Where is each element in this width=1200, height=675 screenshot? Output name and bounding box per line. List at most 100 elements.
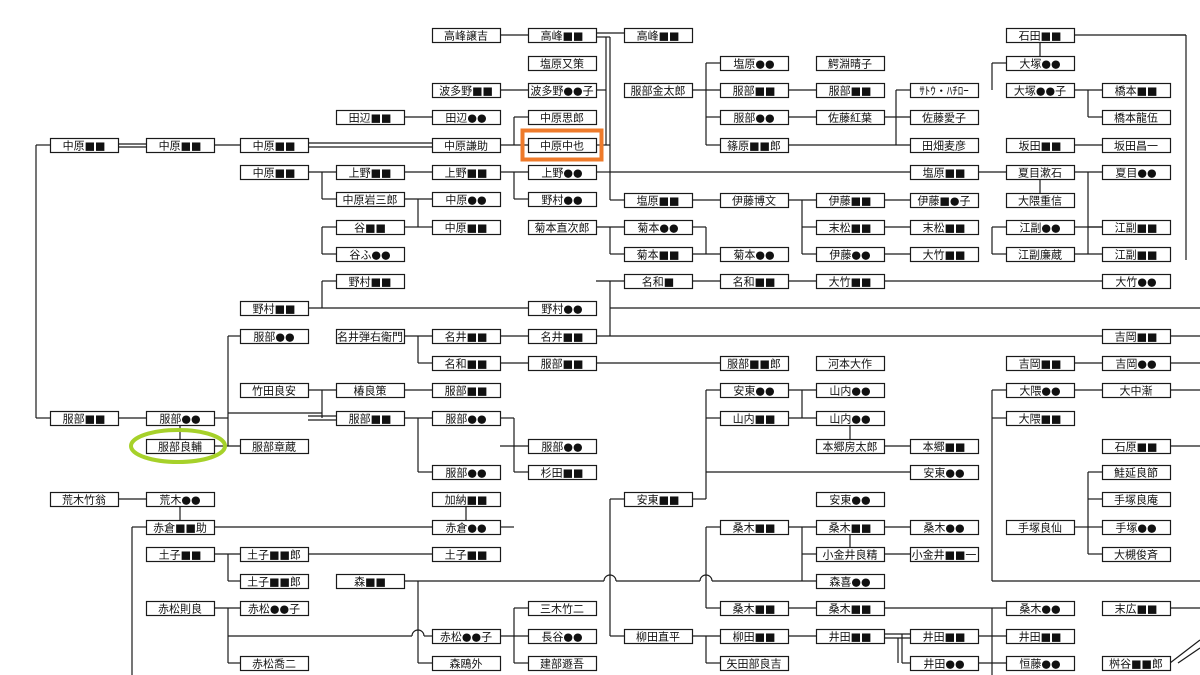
person-node-box	[239, 438, 310, 455]
person-node-box	[1005, 82, 1076, 99]
person-node: 大槻俊斉	[1101, 546, 1172, 563]
person-node-box	[335, 164, 406, 181]
person-node: 高峰■■	[623, 27, 694, 44]
person-node-box	[335, 109, 406, 126]
person-node-box	[527, 82, 598, 99]
person-node-box	[719, 137, 790, 154]
person-node-box	[335, 273, 406, 290]
person-name-label: 江副●●	[1019, 222, 1060, 235]
person-name-label: 上野■■	[445, 167, 488, 180]
person-name-label: 大竹●●	[1115, 275, 1156, 289]
person-node-box	[815, 628, 886, 645]
person-name-label: 吉岡■■	[1019, 358, 1062, 371]
person-node-box	[1005, 192, 1076, 209]
person-name-label: 名和■■	[445, 357, 488, 371]
person-name-label: 中原中也	[540, 140, 584, 153]
person-name-label: 手塚良庵	[1114, 493, 1158, 507]
person-name-label: 井田■■	[829, 630, 872, 644]
person-node-box	[145, 600, 216, 617]
person-node-box	[431, 219, 502, 236]
person-node-box	[623, 82, 694, 99]
person-node: 中原岩三郎	[335, 191, 406, 208]
person-name-label: 建部遯吾	[540, 657, 584, 671]
person-node: 服部■■	[431, 382, 502, 399]
person-node: 手塚良庵	[1101, 491, 1172, 508]
person-node: 坂田■■	[1005, 137, 1076, 154]
person-node-box	[909, 82, 980, 99]
person-node-box	[527, 628, 598, 645]
person-name-label: 塩原●●	[733, 57, 774, 71]
person-node-box	[815, 382, 886, 399]
person-node: 赤松●●子	[431, 628, 502, 645]
person-name-label: 桑木●●	[923, 522, 964, 535]
person-name-label: 服部■■	[445, 384, 488, 398]
person-node: 吉岡■■	[1101, 328, 1172, 345]
person-node-box	[719, 655, 790, 672]
person-node-box	[527, 164, 598, 181]
person-node-box	[623, 491, 694, 508]
person-name-label: 荒木竹翁	[62, 493, 106, 507]
person-name-label: 山内■■	[733, 412, 776, 426]
person-node-box	[431, 546, 502, 563]
person-name-label: 大塚●●子	[1014, 84, 1066, 98]
person-name-label: 大隈●●	[1019, 384, 1060, 398]
person-name-label: 中原謙助	[444, 139, 488, 153]
person-node: 桑木■■	[719, 519, 790, 536]
person-node-box	[527, 27, 598, 44]
person-node-box	[527, 355, 598, 372]
person-node-box	[719, 600, 790, 617]
person-name-label: 江副■■	[1115, 222, 1158, 235]
person-node-box	[909, 628, 980, 645]
person-node-box	[815, 438, 886, 455]
person-name-label: 土子■■	[445, 549, 488, 562]
person-node-box	[49, 491, 120, 508]
person-node: 柳田■■	[719, 628, 790, 645]
person-node-box	[909, 192, 980, 209]
person-node-box	[1005, 137, 1076, 154]
person-node-box	[335, 219, 406, 236]
person-node-box	[623, 273, 694, 290]
person-node: 服部●●	[431, 410, 502, 427]
person-node-box	[431, 355, 502, 372]
person-node: 赤松●●子	[239, 600, 310, 617]
person-node-box	[815, 410, 886, 427]
person-node: 杉田■■	[527, 464, 598, 481]
person-name-label: 服部■■	[349, 412, 392, 426]
person-node-box	[239, 328, 310, 345]
person-name-label: 伊藤■●子	[918, 195, 971, 208]
person-node: 土子■■	[145, 546, 216, 563]
person-node-box	[719, 519, 790, 536]
person-node: 佐藤愛子	[909, 109, 980, 126]
person-node: 服部金太郎	[623, 82, 694, 99]
person-node: 佐藤紅葉	[815, 109, 886, 126]
person-node-box	[1101, 464, 1172, 481]
person-node-box	[1101, 600, 1172, 617]
person-name-label: 波多野■■	[439, 84, 493, 98]
person-name-label: 井田■■	[1019, 630, 1062, 644]
person-node-box	[239, 137, 310, 154]
person-node: 土子■■郎	[239, 573, 310, 590]
person-node: 井田●●	[909, 655, 980, 672]
person-node-box	[719, 246, 790, 263]
person-name-label: 中原■■	[159, 140, 202, 153]
person-node: 桑木●●	[1005, 600, 1076, 617]
person-name-label: 菊本●●	[733, 248, 774, 262]
person-name-label: 鰐淵晴子	[828, 58, 872, 71]
person-name-label: 服部●●	[541, 440, 582, 454]
person-node: 服部■■	[719, 82, 790, 99]
person-name-label: 坂田■■	[1019, 140, 1062, 153]
person-node-box	[909, 246, 980, 263]
person-node: 上野●●	[527, 164, 598, 181]
person-name-label: 土子■■郎	[247, 548, 301, 562]
person-name-label: 赤松●●子	[440, 630, 492, 644]
person-node-box	[431, 382, 502, 399]
person-name-label: 三木竹二	[540, 602, 584, 616]
person-node: 山内●●	[815, 382, 886, 399]
person-name-label: 中原■■	[63, 140, 106, 153]
person-node-box	[909, 655, 980, 672]
person-node: 山内●●	[815, 410, 886, 427]
person-node: 本郷■■	[909, 438, 980, 455]
person-node: 中原■■	[239, 164, 310, 181]
person-node-box	[1005, 164, 1076, 181]
person-name-label: 小金井良精	[823, 548, 878, 562]
